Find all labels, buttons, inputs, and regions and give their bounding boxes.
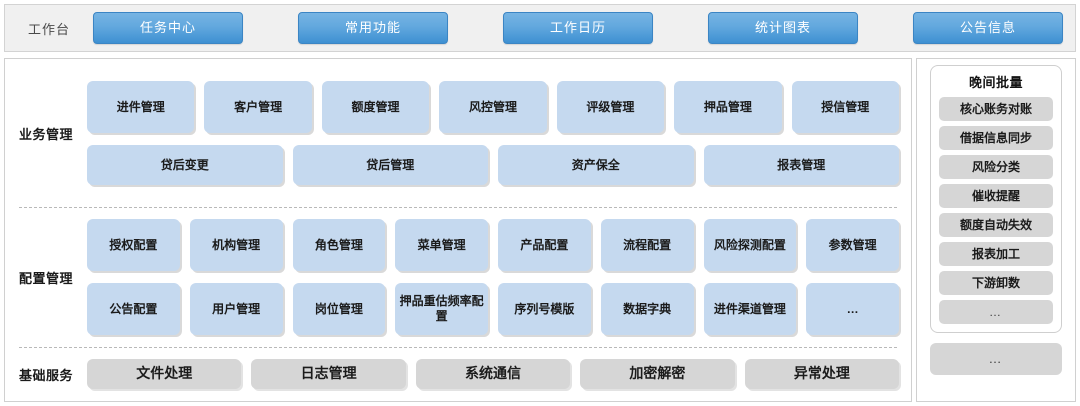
tile-config-more[interactable]: … — [806, 283, 899, 335]
band-rows-configuration-management: 授权配置 机构管理 角色管理 菜单管理 产品配置 流程配置 风险探测配置 参数管… — [87, 219, 911, 335]
tile-row-config-1: 授权配置 机构管理 角色管理 菜单管理 产品配置 流程配置 风险探测配置 参数管… — [87, 219, 899, 271]
tile-row-basic-1: 文件处理 日志管理 系统通信 加密解密 异常处理 — [87, 359, 900, 389]
batch-item-report-processing[interactable]: 报表加工 — [939, 242, 1053, 266]
right-panel-more-button[interactable]: … — [930, 343, 1062, 375]
band-basic-services: 基础服务 文件处理 日志管理 系统通信 加密解密 异常处理 — [5, 347, 911, 401]
tile-collateral-management[interactable]: 押品管理 — [674, 81, 782, 133]
tile-post-loan-management[interactable]: 贷后管理 — [292, 145, 488, 185]
batch-item-downstream-data-unload[interactable]: 下游卸数 — [939, 271, 1053, 295]
tile-post-loan-change[interactable]: 贷后变更 — [87, 145, 283, 185]
tile-report-management[interactable]: 报表管理 — [703, 145, 899, 185]
top-button-work-calendar[interactable]: 工作日历 — [503, 12, 653, 44]
tile-system-communication[interactable]: 系统通信 — [415, 359, 571, 389]
workbench-title: 工作台 — [27, 21, 70, 37]
batch-item-collection-reminder[interactable]: 催收提醒 — [939, 184, 1053, 208]
right-panel: 晚间批量 核心账务对账 借据信息同步 风险分类 催收提醒 额度自动失效 报表加工… — [916, 58, 1076, 402]
top-button-group: 任务中心 常用功能 工作日历 统计图表 公告信息 — [85, 12, 1067, 44]
batch-item-auto-limit-expiry[interactable]: 额度自动失效 — [939, 213, 1053, 237]
tile-asset-preservation[interactable]: 资产保全 — [498, 145, 694, 185]
tile-intake-management[interactable]: 进件管理 — [87, 81, 195, 133]
tile-data-dictionary[interactable]: 数据字典 — [600, 283, 694, 335]
tile-menu-management[interactable]: 菜单管理 — [395, 219, 488, 271]
band-business-management: 业务管理 进件管理 客户管理 额度管理 风控管理 评级管理 押品管理 授信管理 … — [5, 59, 911, 207]
tile-encryption-decryption[interactable]: 加密解密 — [580, 359, 735, 389]
tile-intake-channel-management[interactable]: 进件渠道管理 — [703, 283, 797, 335]
tile-announcement-config[interactable]: 公告配置 — [87, 283, 180, 335]
top-button-task-center[interactable]: 任务中心 — [93, 12, 243, 44]
nightly-batch-card: 晚间批量 核心账务对账 借据信息同步 风险分类 催收提醒 额度自动失效 报表加工… — [930, 65, 1062, 333]
tile-credit-granting-management[interactable]: 授信管理 — [791, 81, 899, 133]
tile-collateral-revaluation-frequency-config[interactable]: 押品重估频率配置 — [395, 283, 488, 335]
tile-authorization-config[interactable]: 授权配置 — [87, 219, 180, 271]
top-button-common-funcs[interactable]: 常用功能 — [298, 12, 448, 44]
nightly-batch-title: 晚间批量 — [968, 75, 1023, 90]
tile-role-management[interactable]: 角色管理 — [292, 219, 386, 271]
batch-item-loan-receipt-sync[interactable]: 借据信息同步 — [939, 126, 1053, 150]
band-label-business-management: 业务管理 — [18, 126, 73, 142]
band-configuration-management: 配置管理 授权配置 机构管理 角色管理 菜单管理 产品配置 流程配置 风险探测配… — [5, 207, 911, 347]
top-toolbar: 工作台 任务中心 常用功能 工作日历 统计图表 公告信息 — [4, 4, 1076, 52]
tile-position-management[interactable]: 岗位管理 — [292, 283, 386, 335]
tile-row-business-1: 进件管理 客户管理 额度管理 风控管理 评级管理 押品管理 授信管理 — [87, 81, 899, 133]
tile-user-management[interactable]: 用户管理 — [189, 283, 283, 335]
top-button-statistics[interactable]: 统计图表 — [708, 12, 858, 44]
tile-risk-detection-config[interactable]: 风险探测配置 — [703, 219, 797, 271]
band-rows-business-management: 进件管理 客户管理 额度管理 风控管理 评级管理 押品管理 授信管理 贷后变更 … — [87, 81, 911, 185]
module-matrix-panel: 业务管理 进件管理 客户管理 额度管理 风控管理 评级管理 押品管理 授信管理 … — [4, 58, 912, 402]
tile-product-config[interactable]: 产品配置 — [498, 219, 591, 271]
tile-rating-management[interactable]: 评级管理 — [556, 81, 665, 133]
tile-organization-management[interactable]: 机构管理 — [189, 219, 283, 271]
band-label-basic-services: 基础服务 — [18, 367, 73, 383]
band-label-configuration-management: 配置管理 — [18, 270, 73, 286]
tile-customer-management[interactable]: 客户管理 — [204, 81, 312, 133]
tile-serial-number-template[interactable]: 序列号模版 — [498, 283, 591, 335]
tile-log-management[interactable]: 日志管理 — [251, 359, 406, 389]
batch-item-more[interactable]: … — [939, 300, 1053, 324]
tile-file-processing[interactable]: 文件处理 — [87, 359, 242, 389]
tile-credit-limit-management[interactable]: 额度管理 — [321, 81, 430, 133]
tile-row-config-2: 公告配置 用户管理 岗位管理 押品重估频率配置 序列号模版 数据字典 进件渠道管… — [87, 283, 899, 335]
top-button-announcements[interactable]: 公告信息 — [913, 12, 1063, 44]
band-rows-basic-services: 文件处理 日志管理 系统通信 加密解密 异常处理 — [87, 359, 911, 389]
tile-parameter-management[interactable]: 参数管理 — [806, 219, 899, 271]
batch-item-risk-classification[interactable]: 风险分类 — [939, 155, 1053, 179]
tile-risk-control-management[interactable]: 风控管理 — [439, 81, 547, 133]
tile-row-business-2: 贷后变更 贷后管理 资产保全 报表管理 — [87, 145, 899, 185]
tile-process-config[interactable]: 流程配置 — [600, 219, 694, 271]
tile-exception-handling[interactable]: 异常处理 — [744, 359, 900, 389]
batch-item-core-accounting-reconciliation[interactable]: 核心账务对账 — [939, 97, 1053, 121]
